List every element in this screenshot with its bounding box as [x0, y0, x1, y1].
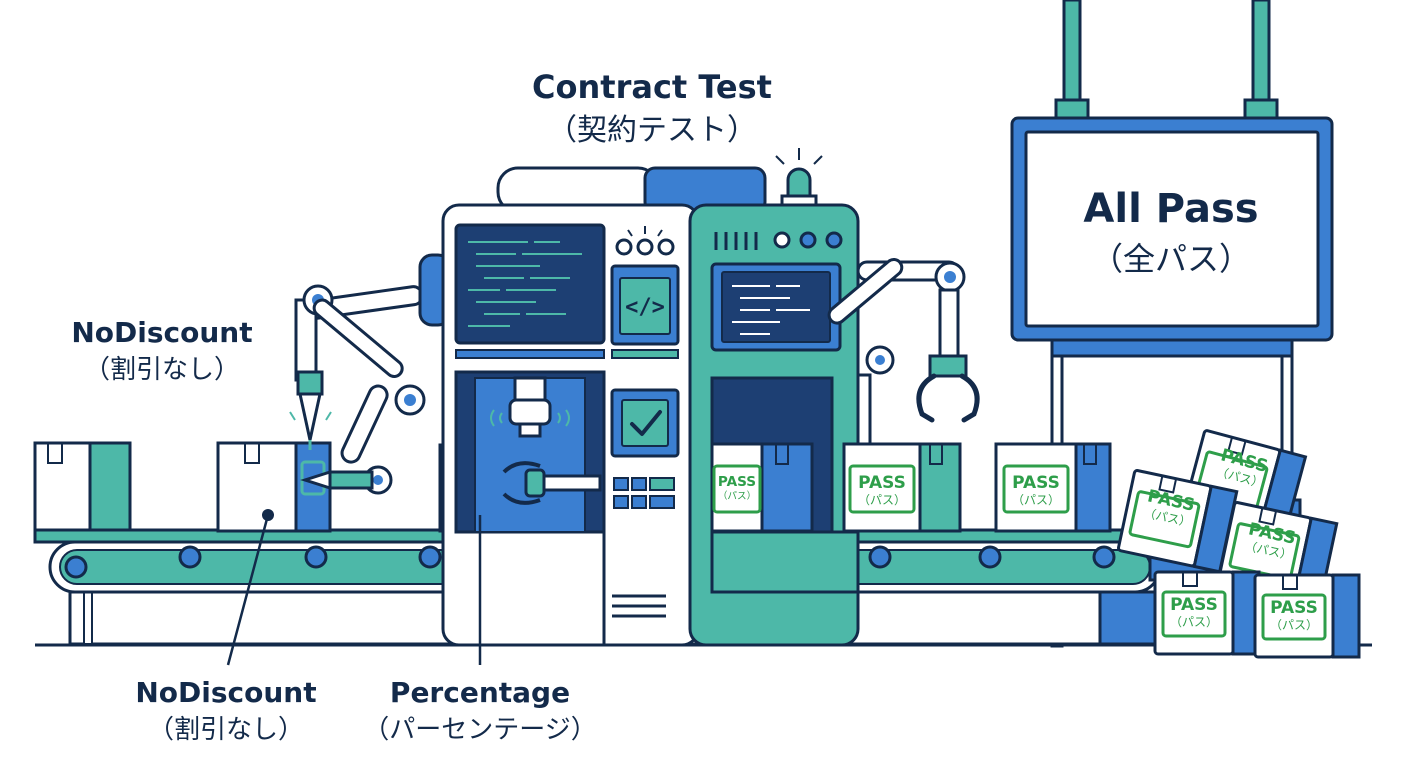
pass-box — [994, 442, 1112, 533]
pass-pile — [1116, 428, 1361, 659]
pass-box — [842, 442, 962, 533]
contract-test-machine — [418, 166, 767, 647]
pass-stamp-title: PASS — [858, 473, 906, 493]
pass-stamp-subtitle: （パス） — [1170, 615, 1218, 629]
nodiscount-box — [216, 441, 332, 533]
nodiscount-top-subtitle: （割引なし） — [84, 355, 240, 385]
probe-robot-arm — [289, 284, 426, 495]
pass-stamp: PASS（パス） — [718, 474, 756, 502]
pass-stamp-subtitle: （パス） — [718, 490, 756, 502]
pass-stamp: PASS（パス） — [858, 473, 906, 507]
nodiscount-bottom-title: NoDiscount — [135, 676, 316, 709]
pass-stamp: PASS（パス） — [1170, 595, 1218, 629]
pass-stamp-title: PASS — [1270, 598, 1318, 618]
vent-lines — [612, 594, 666, 618]
pass-stamp-subtitle: （パス） — [858, 493, 906, 507]
nodiscount-top-title: NoDiscount — [71, 316, 252, 349]
contract-test-title: Contract Test — [532, 68, 772, 106]
pass-stamp-title: PASS — [1012, 473, 1060, 493]
percentage-title: Percentage — [390, 676, 570, 709]
gripper-claw-icon — [916, 373, 980, 423]
claw-robot-arm — [827, 258, 980, 423]
all-pass-title: All Pass — [1083, 186, 1258, 232]
signal-light-icon — [786, 167, 812, 198]
percentage-subtitle: （パーセンテージ） — [363, 715, 596, 745]
pass-stamp-subtitle: （パス） — [1270, 618, 1318, 632]
code-lines — [468, 241, 582, 327]
control-buttons — [613, 477, 675, 509]
leader-lines — [226, 514, 482, 666]
checkmark-icon — [630, 410, 662, 436]
pass-stamp-title: PASS — [1170, 595, 1218, 615]
pass-box — [710, 442, 814, 533]
nodiscount-bottom-subtitle: （割引なし） — [148, 715, 304, 745]
all-pass-subtitle: （全パス） — [1091, 240, 1251, 278]
pass-stamp: PASS（パス） — [1012, 473, 1060, 507]
code-brackets-icon: </> — [625, 295, 665, 320]
pass-stamp-subtitle: （パス） — [1012, 493, 1060, 507]
pass-stamp: PASS（パス） — [1270, 598, 1318, 632]
pass-stamp-title: PASS — [718, 474, 756, 490]
machine-right-tower — [688, 148, 872, 647]
contract-test-subtitle: （契約テスト） — [547, 113, 757, 148]
